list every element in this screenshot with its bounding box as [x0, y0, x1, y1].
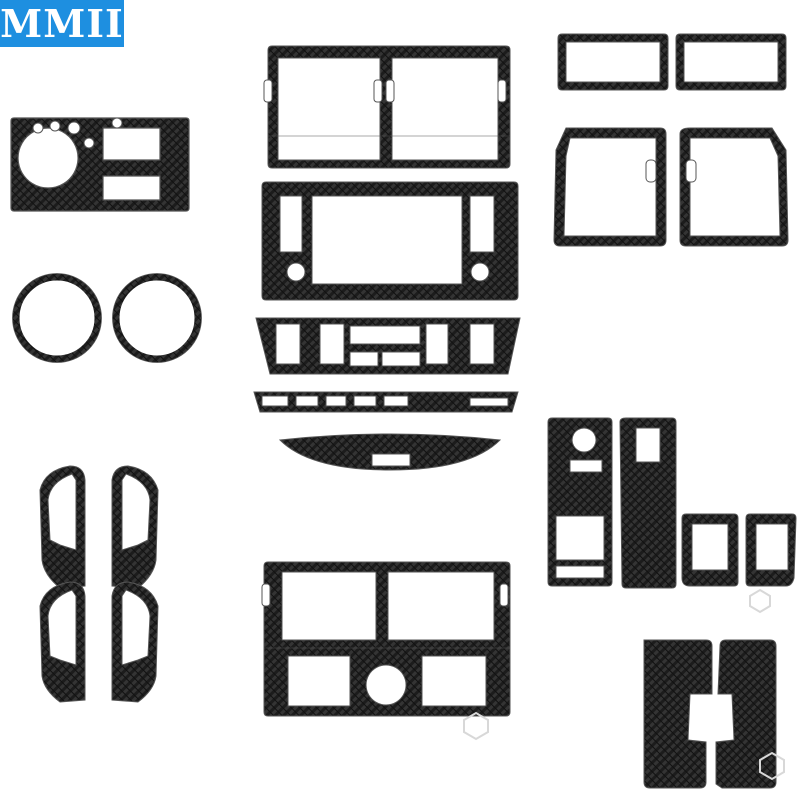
console-side-trim-right [715, 639, 777, 789]
small-switch-frame-right [745, 513, 797, 587]
brand-badge: MMII [0, 0, 124, 47]
center-dash-vent-frame [263, 45, 511, 169]
small-rectangle-frame-right [675, 33, 787, 91]
door-handle-trim-upper-right [111, 465, 159, 589]
round-ring-right [112, 273, 202, 363]
watermark-shield-icon [463, 588, 785, 781]
door-handle-trim-lower-right [111, 581, 159, 703]
side-vent-frame-left [553, 127, 667, 247]
window-switch-panel-right [619, 417, 677, 589]
lower-vent-panel [261, 561, 511, 717]
door-handle-trim-lower-left [39, 581, 86, 703]
small-switch-frame-left [681, 513, 739, 587]
round-ring-left [12, 273, 102, 363]
navigation-screen-frame [261, 181, 519, 301]
small-rectangle-frame-left [557, 33, 669, 91]
climate-control-panel [255, 317, 521, 375]
console-side-trim-left [643, 639, 713, 789]
arc-trim [278, 433, 502, 471]
window-switch-panel-left [547, 417, 613, 587]
side-vent-frame-right [679, 127, 789, 247]
button-strip-trim [253, 391, 519, 413]
door-handle-trim-upper-left [39, 465, 86, 589]
headlight-switch-frame [10, 117, 190, 212]
